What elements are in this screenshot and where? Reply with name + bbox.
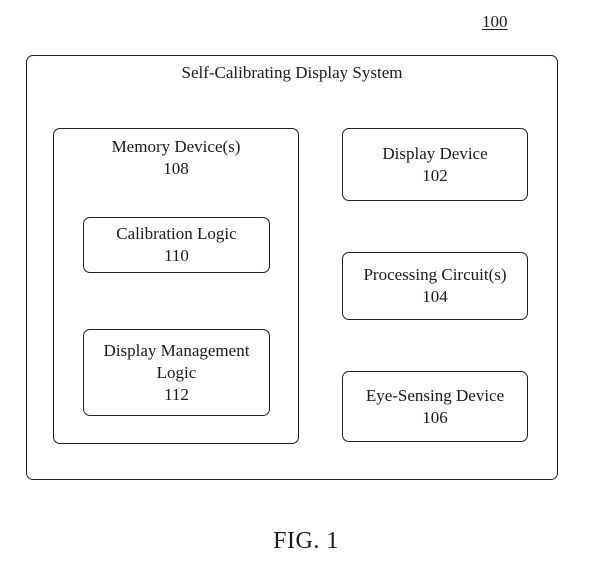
calibration-logic-box: Calibration Logic 110	[83, 217, 270, 273]
display-device-box: Display Device 102	[342, 128, 528, 201]
display-management-logic-label: Display Management Logic 112	[84, 330, 269, 415]
memory-device-number: 108	[163, 159, 189, 178]
calibration-logic-label: Calibration Logic 110	[84, 218, 269, 272]
eye-sensing-device-label: Eye-Sensing Device 106	[343, 372, 527, 441]
memory-device-label: Memory Device(s) 108	[54, 136, 298, 180]
calibration-logic-number: 110	[164, 246, 189, 265]
processing-circuit-number: 104	[422, 287, 448, 306]
display-management-name-line2: Logic	[156, 362, 197, 382]
display-management-logic-box: Display Management Logic 112	[83, 329, 270, 416]
eye-sensing-device-box: Eye-Sensing Device 106	[342, 371, 528, 442]
display-device-name: Display Device	[382, 143, 488, 163]
display-management-name-line1: Display Management	[103, 340, 250, 360]
eye-sensing-device-name: Eye-Sensing Device	[365, 385, 505, 405]
display-management-number: 112	[164, 384, 189, 404]
memory-device-name: Memory Device(s)	[111, 137, 241, 156]
processing-circuit-box: Processing Circuit(s) 104	[342, 252, 528, 320]
display-device-number: 102	[422, 165, 448, 185]
system-title: Self-Calibrating Display System	[181, 63, 403, 82]
processing-circuit-name: Processing Circuit(s)	[363, 265, 507, 284]
display-device-label: Display Device 102	[343, 129, 527, 200]
figure-reference-number: 100	[482, 12, 508, 31]
eye-sensing-device-number: 106	[422, 407, 448, 427]
calibration-logic-name: Calibration Logic	[116, 224, 237, 243]
figure-caption: FIG. 1	[273, 528, 339, 554]
processing-circuit-label: Processing Circuit(s) 104	[343, 253, 527, 319]
